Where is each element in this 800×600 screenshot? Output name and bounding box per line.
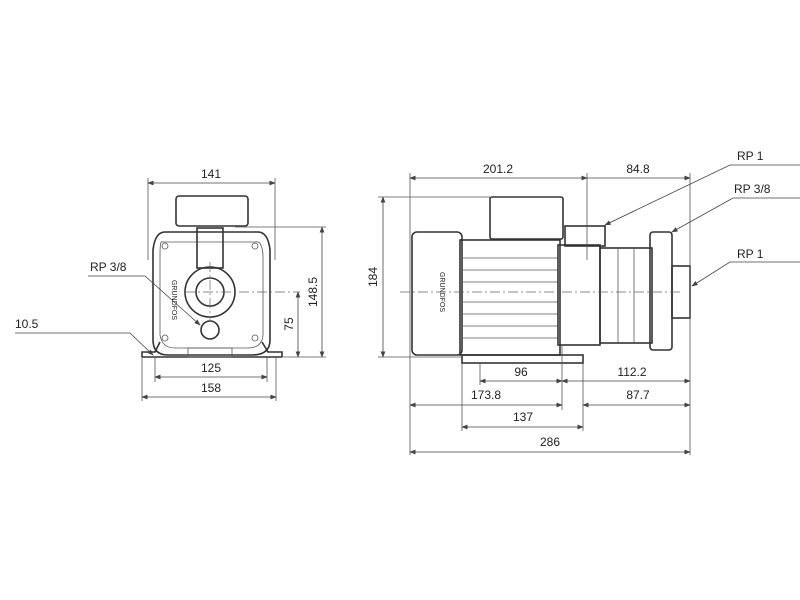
label-rp-3-8-side: RP 3/8 bbox=[734, 182, 771, 196]
dim-148-5: 148.5 bbox=[306, 277, 320, 307]
terminal-box bbox=[175, 195, 249, 227]
label-rp-1-inlet: RP 1 bbox=[737, 247, 764, 261]
pump-head bbox=[557, 244, 601, 346]
label-rp-3-8-front: RP 3/8 bbox=[90, 260, 127, 274]
front-view: GRUNDFOS 141 148.5 75 125 158 RP 3/8 10.… bbox=[15, 167, 326, 401]
dim-184: 184 bbox=[366, 267, 380, 287]
dim-96: 96 bbox=[514, 365, 528, 379]
outlet-port bbox=[564, 225, 606, 247]
dim-158: 158 bbox=[201, 381, 221, 395]
dim-75: 75 bbox=[282, 317, 296, 331]
dim-125: 125 bbox=[201, 361, 221, 375]
base-foot bbox=[461, 354, 584, 364]
dim-112-2: 112.2 bbox=[617, 365, 646, 379]
drain-plug bbox=[200, 320, 220, 340]
dim-286: 286 bbox=[540, 435, 560, 449]
dim-137: 137 bbox=[513, 410, 533, 424]
dim-87-7: 87.7 bbox=[626, 388, 650, 402]
fan-cover bbox=[411, 231, 463, 356]
side-view: GRUNDFOS 201.2 84.8 184 96 112.2 173.8 8… bbox=[366, 149, 800, 455]
logo-text: GRUNDFOS bbox=[170, 280, 177, 320]
dim-173-8: 173.8 bbox=[471, 388, 501, 402]
terminal-box-side bbox=[489, 196, 564, 240]
end-cover bbox=[649, 231, 673, 351]
label-rp-1-outlet: RP 1 bbox=[737, 149, 764, 163]
dim-201-2: 201.2 bbox=[483, 162, 513, 176]
pump-body bbox=[152, 231, 271, 356]
dim-141: 141 bbox=[201, 167, 221, 181]
label-10-5: 10.5 bbox=[15, 317, 39, 331]
pump-stages bbox=[599, 247, 653, 344]
dim-84-8: 84.8 bbox=[626, 162, 650, 176]
